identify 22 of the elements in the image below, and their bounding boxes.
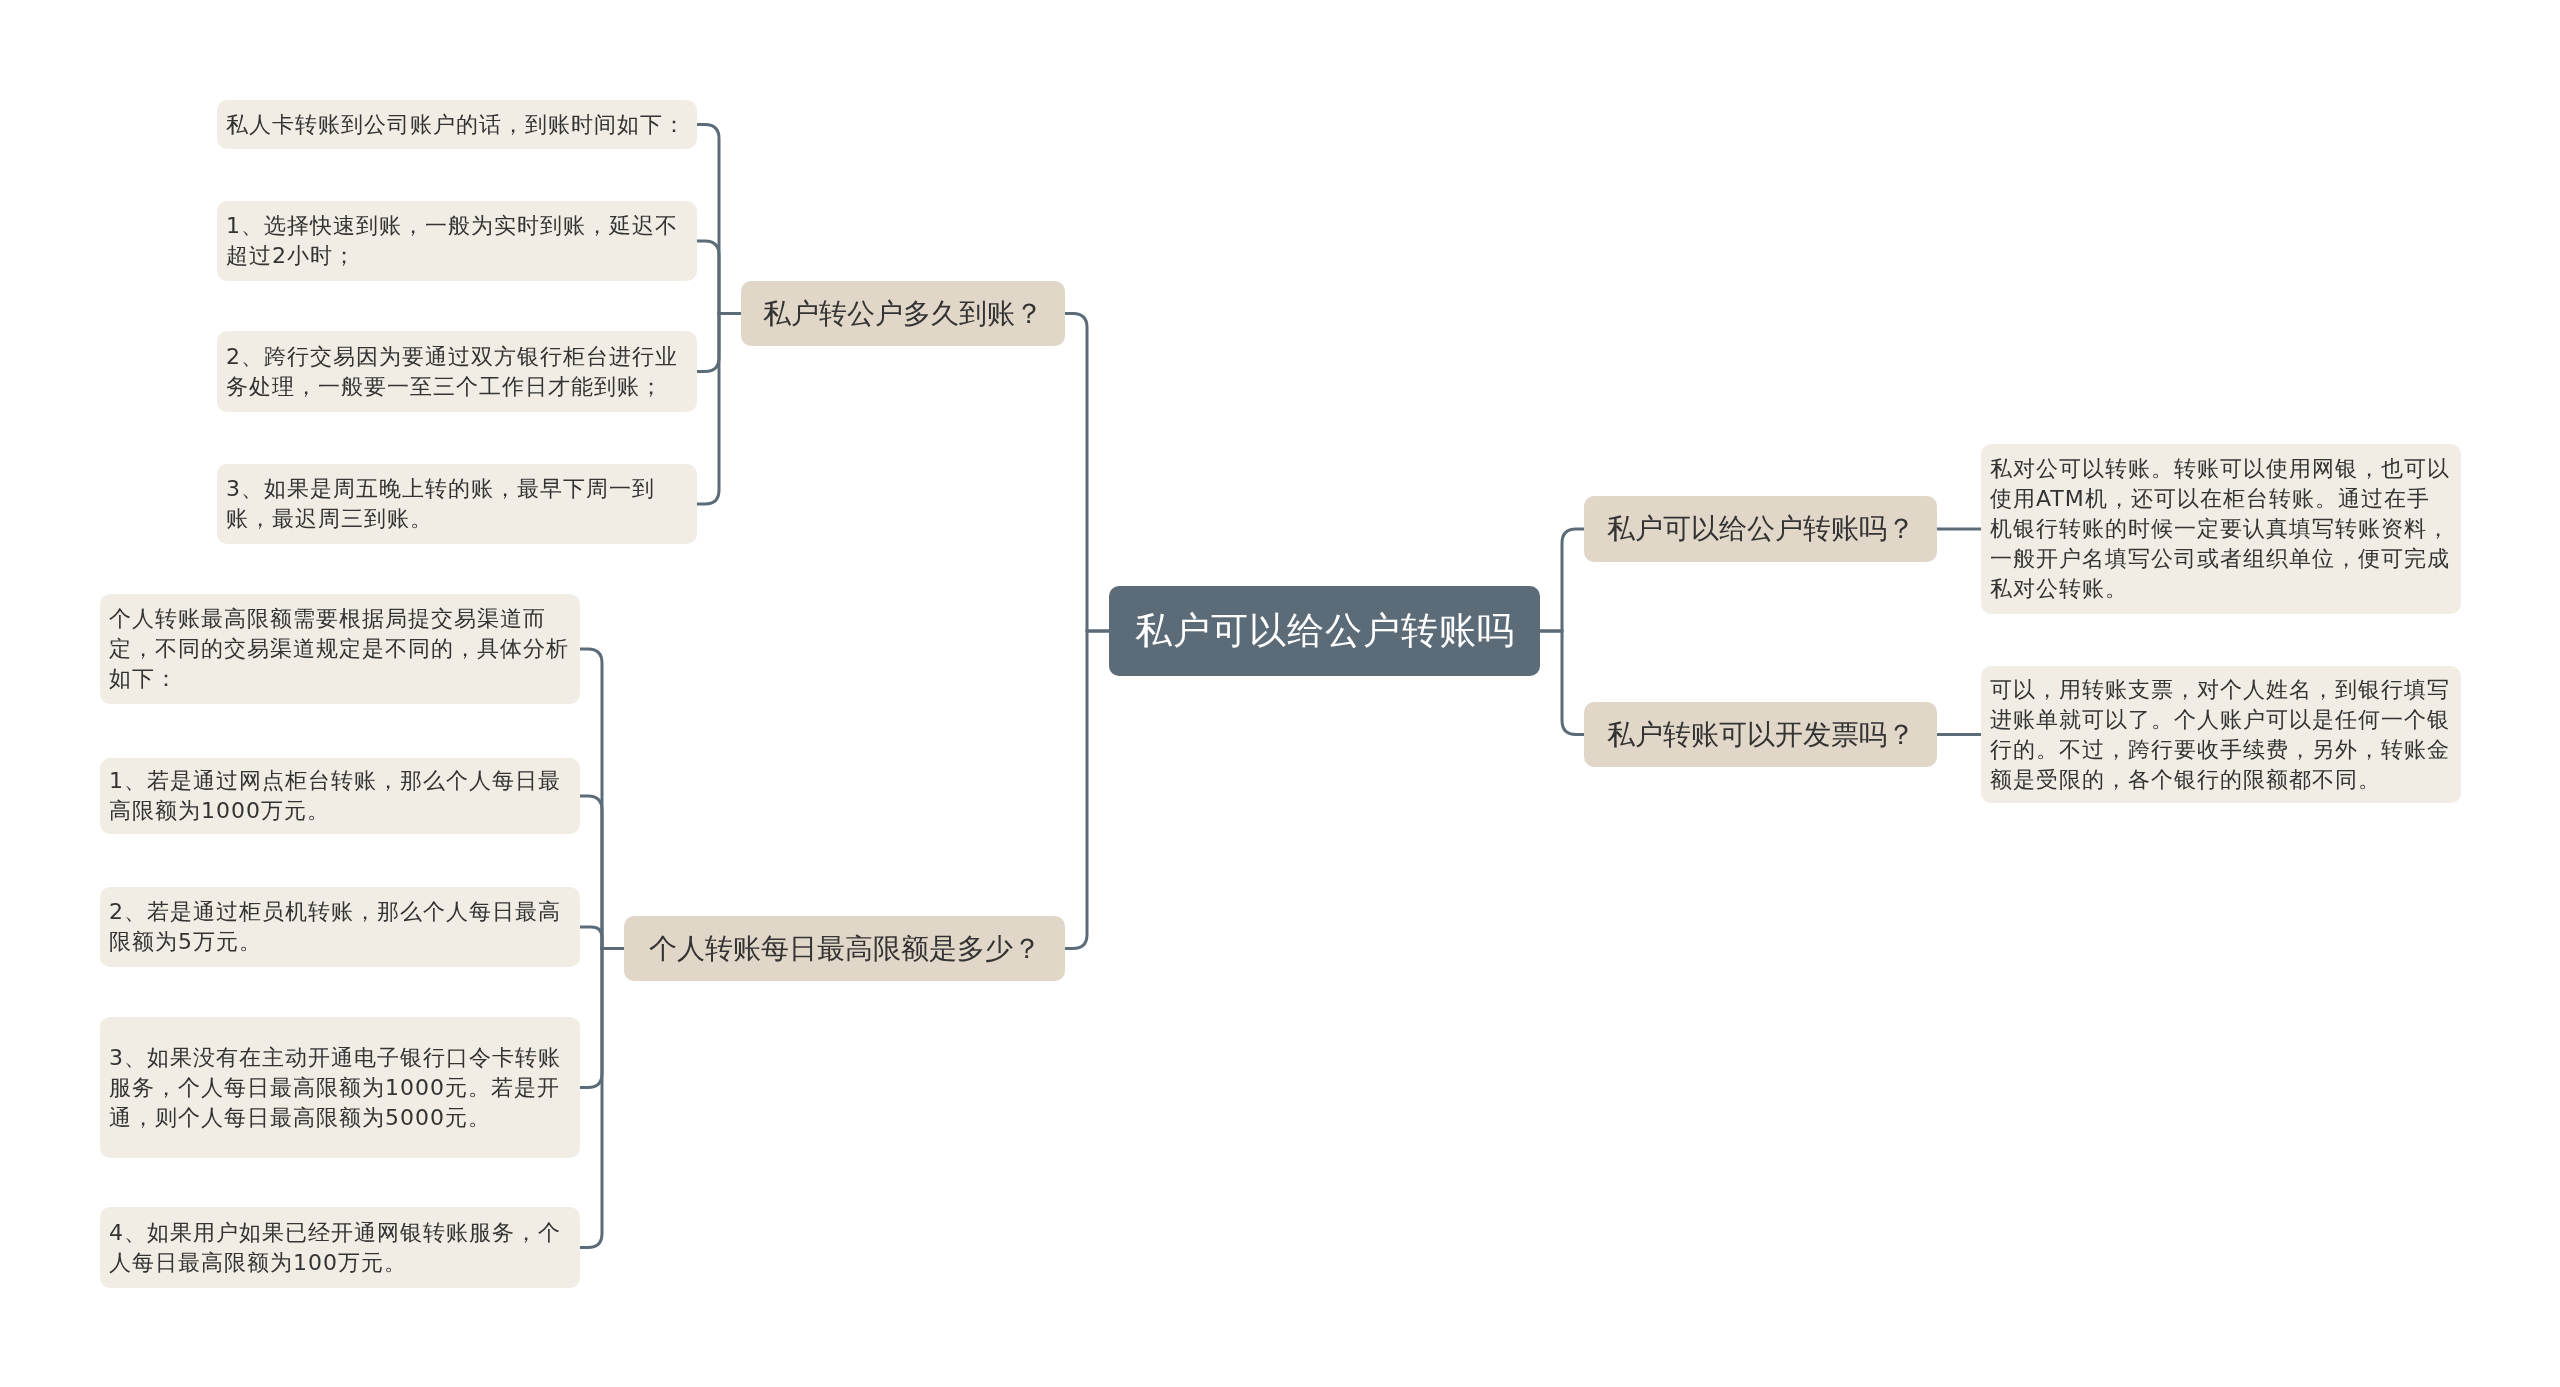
note-box: 4、如果用户如果已经开通网银转账服务，个人每日最高限额为100万元。 (100, 1207, 580, 1288)
connector-line (697, 312, 741, 506)
note-box: 私对公可以转账。转账可以使用网银，也可以使用ATM机，还可以在柜台转账。通过在手机银行转账的时候一定要认真填写转账资料，一般开户名填写公司或者组织单位，便可完成私对公转账。 (1981, 444, 2461, 614)
connector-line (580, 947, 624, 1249)
connector-line (1540, 629, 1584, 736)
connector-line (1937, 733, 1981, 736)
topic-box: 个人转账每日最高限额是多少？ (624, 916, 1065, 981)
note-box: 2、跨行交易因为要通过双方银行柜台进行业务处理，一般要一至三个工作日才能到账； (217, 331, 697, 412)
note-box: 可以，用转账支票，对个人姓名，到银行填写进账单就可以了。个人账户可以是任何一个银行的。不过，跨行要收手续费，另外，转账金额是受限的，各个银行的限额都不同。 (1981, 666, 2461, 803)
note-box: 2、若是通过柜员机转账，那么个人每日最高限额为5万元。 (100, 887, 580, 967)
note-box: 私人卡转账到公司账户的话，到账时间如下： (217, 100, 697, 149)
topic-box: 私户转公户多久到账？ (741, 281, 1065, 346)
note-box: 1、若是通过网点柜台转账，那么个人每日最高限额为1000万元。 (100, 758, 580, 834)
topic-box: 私户可以给公户转账吗？ (1584, 496, 1937, 562)
connector-line (1065, 629, 1109, 950)
note-box: 3、如果没有在主动开通电子银行口令卡转账服务，个人每日最高限额为1000元。若是开通，则个人每日最高限额为5000元。 (100, 1017, 580, 1158)
note-box: 个人转账最高限额需要根据局提交易渠道而定，不同的交易渠道规定是不同的，具体分析如下： (100, 594, 580, 704)
topic-box: 私户转账可以开发票吗？ (1584, 702, 1937, 767)
connector-line (1937, 527, 1981, 531)
note-box: 3、如果是周五晚上转的账，最早下周一到账，最迟周三到账。 (217, 464, 697, 544)
note-box: 1、选择快速到账，一般为实时到账，延迟不超过2小时； (217, 201, 697, 281)
central-topic-box: 私户可以给公户转账吗 (1109, 586, 1540, 676)
